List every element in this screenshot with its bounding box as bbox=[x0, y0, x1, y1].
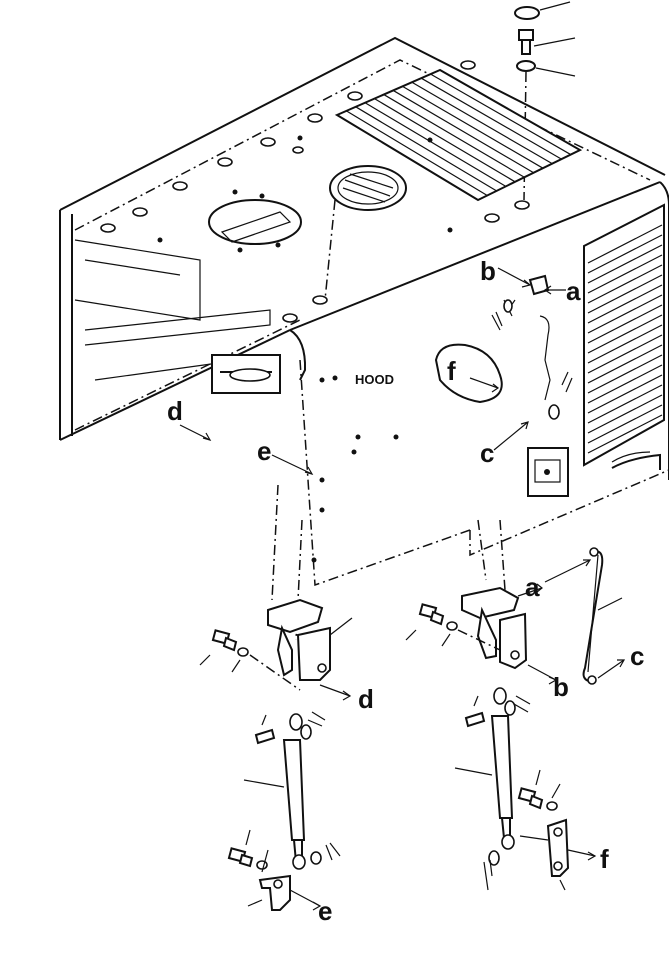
louver-slat bbox=[587, 354, 663, 394]
louver-slat bbox=[587, 394, 663, 434]
grille-slat bbox=[439, 69, 581, 151]
grille-slat bbox=[374, 98, 516, 183]
louver-slat bbox=[587, 284, 663, 324]
inner-frame bbox=[74, 239, 281, 394]
grille-slat bbox=[346, 110, 488, 196]
latch-area bbox=[491, 274, 661, 497]
grille-slat bbox=[420, 77, 562, 160]
left-strut-assembly: d e bbox=[199, 484, 374, 926]
callout-b-top: b bbox=[480, 256, 496, 286]
louver-slat bbox=[587, 404, 663, 444]
callout-f-cutout: f bbox=[447, 356, 456, 386]
top-cap bbox=[514, 6, 540, 20]
louver-slat bbox=[587, 274, 663, 314]
fan-opening bbox=[324, 165, 407, 301]
finger-cutout bbox=[434, 343, 503, 404]
grille-slat bbox=[336, 114, 479, 201]
louver-slat bbox=[587, 244, 663, 284]
louver-slat bbox=[587, 374, 663, 414]
left-cutout bbox=[208, 199, 302, 245]
grille-slat bbox=[383, 94, 525, 178]
top-grille bbox=[334, 68, 583, 202]
louver-slat bbox=[587, 324, 663, 364]
front-face: HOOD bbox=[311, 372, 399, 563]
right-strut-assembly: a b bbox=[405, 519, 644, 891]
grille-slat bbox=[402, 85, 544, 169]
louver-slat bbox=[587, 224, 663, 264]
louver-slat bbox=[587, 334, 663, 374]
louver-slat bbox=[587, 304, 663, 344]
callout-a-bottom: a bbox=[525, 572, 540, 602]
callout-c-mid: c bbox=[480, 438, 494, 468]
callout-b-bottom: b bbox=[553, 672, 569, 702]
callout-c-rod: c bbox=[630, 641, 644, 671]
callout-d-left: d bbox=[167, 396, 183, 426]
grille-slat bbox=[364, 102, 507, 187]
callout-e-bottom: e bbox=[318, 896, 332, 926]
louver-slat bbox=[587, 314, 663, 354]
callout-a-top: a bbox=[566, 276, 581, 306]
callout-d-bracket: d bbox=[358, 684, 374, 714]
louver-slat bbox=[587, 414, 663, 454]
louver-slat bbox=[587, 264, 663, 304]
louver-slat bbox=[587, 364, 663, 404]
side-louvers bbox=[583, 203, 665, 467]
louver-slat bbox=[587, 234, 663, 274]
hood-label: HOOD bbox=[355, 372, 394, 387]
grille-slat bbox=[411, 81, 553, 165]
grille-slat bbox=[430, 73, 572, 156]
grille-slat bbox=[355, 106, 497, 192]
top-bolt bbox=[518, 29, 534, 41]
top-washer bbox=[516, 60, 536, 72]
callout-f-bottom: f bbox=[600, 844, 609, 874]
top-callouts: b a c f d e bbox=[167, 256, 581, 475]
grille-slat bbox=[392, 89, 534, 174]
louver-slat bbox=[587, 254, 663, 294]
callout-e-left: e bbox=[257, 436, 271, 466]
louver-slat bbox=[587, 384, 663, 424]
top-holes bbox=[100, 60, 530, 323]
louver-slat bbox=[587, 294, 663, 334]
louver-slat bbox=[587, 344, 663, 384]
